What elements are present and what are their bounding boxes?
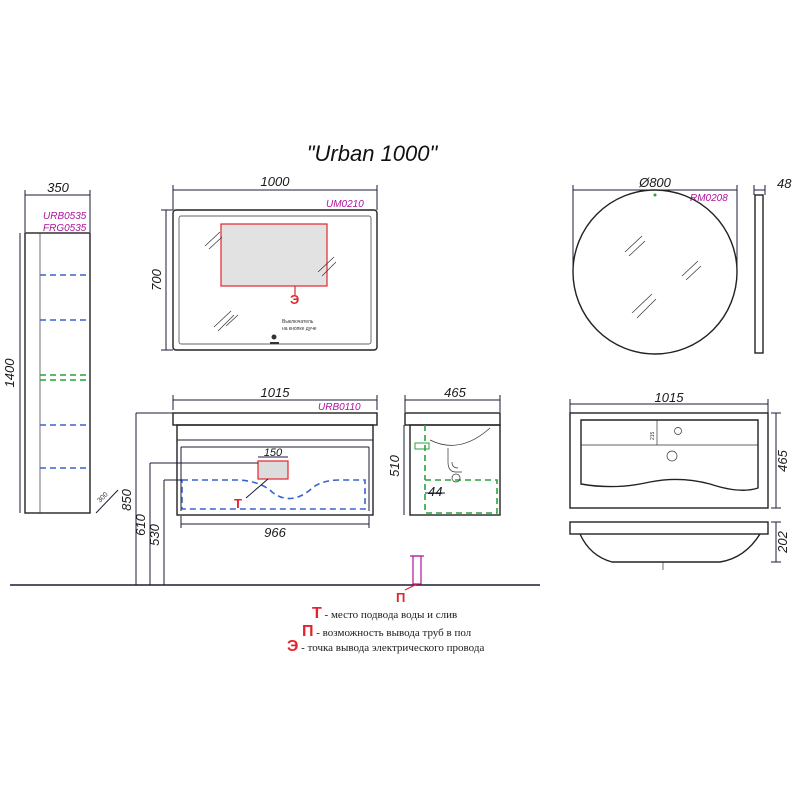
round-mirror-code: RM0208 xyxy=(690,193,728,204)
legend-text: возможность вывода труб в пол xyxy=(323,627,472,639)
legend-item: П - возможность вывода труб в пол xyxy=(302,623,472,640)
floor-pipe-marker: П xyxy=(396,590,405,605)
basin-height-label: 202 xyxy=(775,530,790,553)
basin-hole-offset-label: 215 xyxy=(650,431,656,440)
vanity-front-view: 1015 URB0110 150 Т 966 850 610 530 xyxy=(119,385,378,585)
legend-item: Т - место подвода воды и слив xyxy=(312,605,457,622)
vanity-height-530: 530 xyxy=(147,523,162,545)
mirror-code: UM0210 xyxy=(326,199,364,210)
floor-view: П xyxy=(10,555,540,605)
round-mirror-diameter-label: Ø800 xyxy=(638,175,672,190)
basin-side-view: 202 xyxy=(569,521,790,570)
vanity-service-hatch xyxy=(257,460,289,480)
siphon-icon xyxy=(447,448,462,473)
round-mirror-depth-label: 48 xyxy=(777,176,792,191)
faucet-hole-icon xyxy=(674,427,682,435)
legend-key: Т xyxy=(312,605,322,622)
legend-key: П xyxy=(302,623,314,640)
side-drawer-outline xyxy=(424,479,498,514)
switch-note-line-2: на кнопке дуче xyxy=(282,326,317,332)
basin-outline xyxy=(569,412,769,509)
legend-key: Э xyxy=(287,638,298,655)
mirror-width-label: 1000 xyxy=(261,174,291,189)
vanity-width-label: 1015 xyxy=(261,385,291,400)
vanity-body xyxy=(176,424,374,516)
side-height-label: 510 xyxy=(387,454,402,476)
cabinet-width-label: 350 xyxy=(47,180,69,195)
basin-depth-label: 465 xyxy=(775,449,790,471)
basin-rim xyxy=(569,521,769,535)
switch-dot-icon xyxy=(271,334,277,340)
side-depth-label: 465 xyxy=(444,385,466,400)
tall-cabinet-view: 350 URB0535 FRG0535 1400 300 xyxy=(2,180,119,514)
mirror-height-label: 700 xyxy=(149,268,164,290)
basin-bowl xyxy=(580,419,759,491)
switch-note-line-1: Выключатель xyxy=(282,319,314,325)
vanity-height-610: 610 xyxy=(133,513,148,535)
round-mirror-view: Ø800 RM0208 48 xyxy=(572,175,792,355)
floor-pipe xyxy=(412,555,422,585)
legend-text: точка вывода электрического провода xyxy=(308,642,485,654)
vanity-code: URB0110 xyxy=(318,402,361,413)
cabinet-body xyxy=(24,232,91,514)
mirror-light-panel xyxy=(220,223,328,287)
cabinet-code-2: FRG0535 xyxy=(43,223,87,234)
vanity-side-view: 465 44 510 xyxy=(387,385,501,516)
basin-profile xyxy=(579,533,761,563)
mirror-frame xyxy=(172,209,378,351)
vanity-height-850: 850 xyxy=(119,488,134,510)
side-countertop xyxy=(404,412,501,426)
vanity-drawer-outline xyxy=(181,479,366,510)
legend: Т - место подвода воды и слив П - возмож… xyxy=(287,605,484,655)
round-mirror-side xyxy=(754,194,764,354)
legend-text: место подвода воды и слив xyxy=(331,609,457,621)
vanity-inner-width-label: 966 xyxy=(264,525,286,540)
drain-icon xyxy=(666,450,678,462)
mirror-electric-marker: Э xyxy=(290,292,299,307)
hatch-width-label: 150 xyxy=(264,447,283,459)
rect-mirror-view: 1000 UM0210 Э Выключатель на кнопке дуче… xyxy=(149,174,378,351)
cabinet-code-1: URB0535 xyxy=(43,211,87,222)
round-mirror-body xyxy=(572,189,738,355)
cabinet-depth-label: 300 xyxy=(96,491,109,504)
side-body xyxy=(409,424,501,516)
basin-top-view: 1015 215 465 xyxy=(569,390,790,509)
vanity-countertop xyxy=(172,412,378,426)
legend-item: Э - точка вывода электрического провода xyxy=(287,638,484,655)
legend-sep: - xyxy=(322,609,331,621)
vanity-water-marker: Т xyxy=(234,496,242,511)
side-offset-label: 44 xyxy=(428,484,442,499)
legend-sep: - xyxy=(298,642,307,654)
cabinet-height-label: 1400 xyxy=(2,358,17,388)
basin-width-label: 1015 xyxy=(655,390,685,405)
legend-sep: - xyxy=(314,627,323,639)
drawing-title: "Urban 1000" xyxy=(307,141,439,166)
